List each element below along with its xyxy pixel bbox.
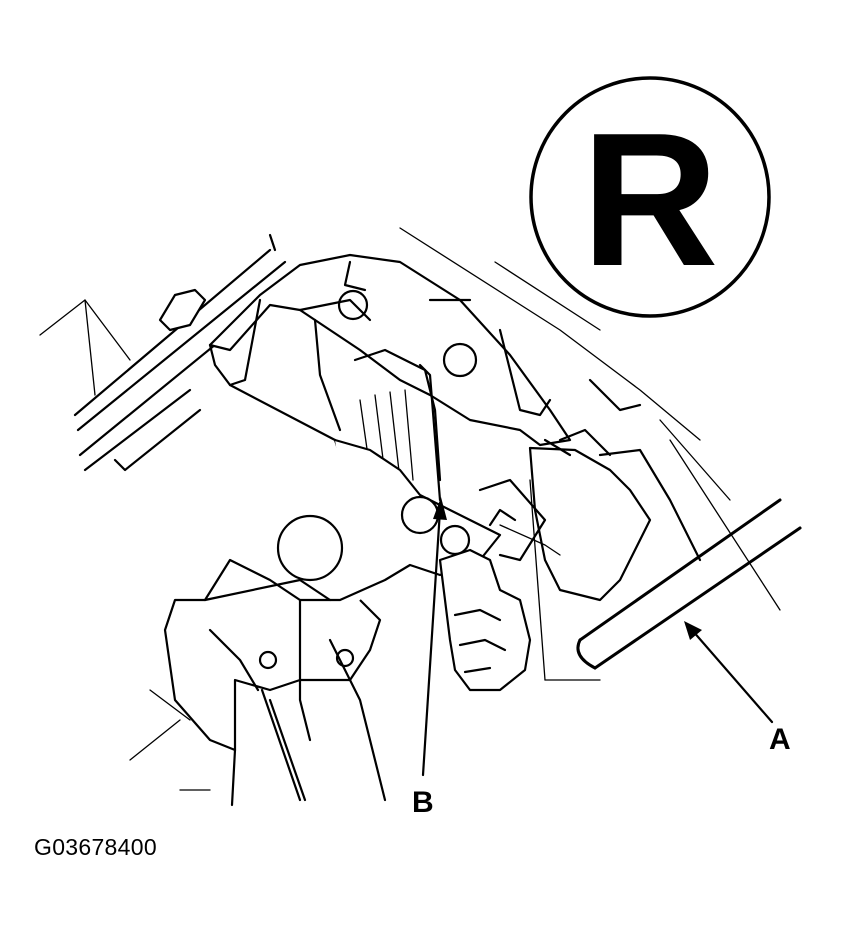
- cam-block: [438, 478, 601, 692]
- reverse-mode-letter: R: [581, 94, 718, 306]
- callout-b-leader: [421, 497, 447, 777]
- callout-a-leader: [684, 621, 774, 724]
- callout-b-label: B: [412, 786, 434, 819]
- bracket-body: [208, 253, 572, 497]
- upper-rail: [73, 233, 287, 472]
- background-lines: [39, 227, 781, 791]
- tool-rod-a: [576, 498, 802, 670]
- detent-plate: [499, 378, 702, 602]
- callout-a-label: A: [769, 723, 791, 756]
- reverse-mode-badge: R: [529, 76, 771, 318]
- shift-lever-linkage: [163, 438, 502, 807]
- figure-id: G03678400: [34, 834, 157, 860]
